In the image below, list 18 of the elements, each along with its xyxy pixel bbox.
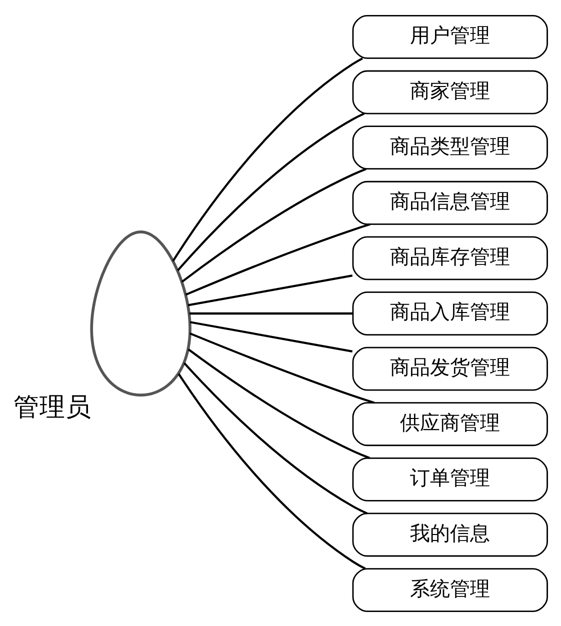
node-box: 商家管理 [352, 70, 548, 114]
node-box: 我的信息 [352, 512, 548, 556]
connector [189, 312, 353, 314]
node-box: 商品信息管理 [352, 180, 548, 224]
connector [176, 112, 365, 271]
node-box: 订单管理 [352, 456, 548, 501]
node-box: 用户管理 [352, 14, 548, 58]
node-box: 商品发货管理 [352, 346, 548, 390]
connector [172, 56, 363, 262]
node-box: 商品类型管理 [352, 125, 548, 170]
node-box: 商品入库管理 [352, 291, 548, 335]
connector [190, 320, 353, 352]
node-person [90, 230, 192, 396]
node-box: 供应商管理 [352, 402, 548, 446]
node-box: 商品库存管理 [352, 236, 548, 280]
node-box: 系统管理 [352, 568, 548, 612]
connector [188, 274, 353, 306]
node-label: 管理员 [14, 392, 92, 422]
